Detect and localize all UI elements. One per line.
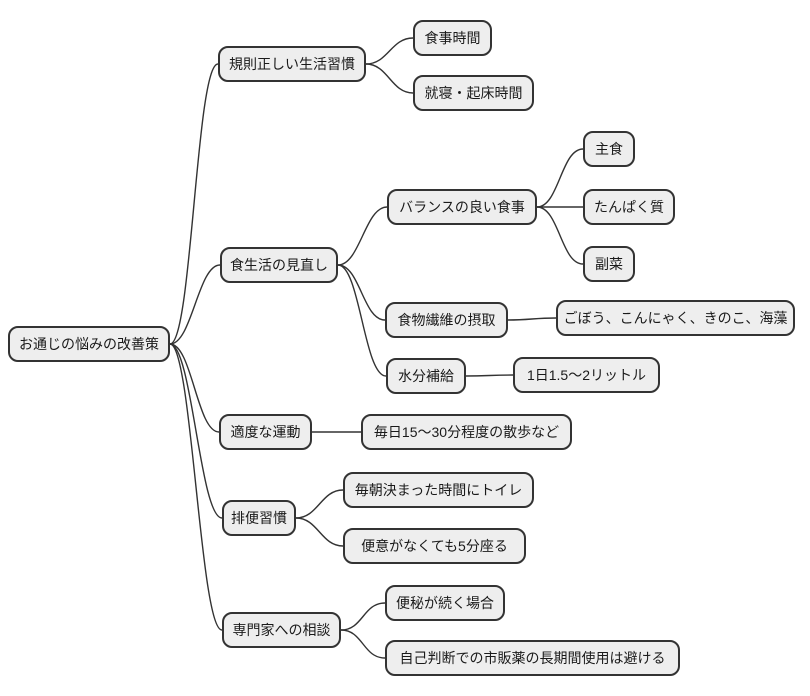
node-protein: たんぱく質	[583, 189, 675, 225]
node-toilet-same-time: 毎朝決まった時間にトイレ	[343, 472, 534, 508]
edge-connector	[365, 37, 414, 65]
edge-connector	[337, 264, 386, 321]
node-diet-review: 食生活の見直し	[220, 247, 338, 283]
node-water-amount: 1日1.5〜2リットル	[513, 357, 660, 393]
node-persistent-constipation: 便秘が続く場合	[385, 585, 505, 621]
edge-connector	[340, 629, 386, 659]
edge-connector	[507, 317, 557, 321]
edge-connector	[337, 264, 387, 377]
node-sit-five-minutes: 便意がなくても5分座る	[343, 528, 526, 564]
node-meal-times: 食事時間	[413, 20, 492, 56]
edge-connector	[536, 148, 584, 208]
edge-connector	[169, 343, 223, 631]
node-sleep-wake-times: 就寝・起床時間	[413, 75, 534, 111]
node-avoid-otc-longterm: 自己判断での市販薬の長期間使用は避ける	[385, 640, 680, 676]
edge-connector	[169, 63, 219, 345]
edge-connector	[169, 343, 223, 519]
edge-connector	[169, 264, 221, 345]
node-staple-food: 主食	[583, 131, 635, 167]
edge-connector	[295, 489, 344, 519]
node-consult-specialist: 専門家への相談	[222, 612, 341, 648]
node-balanced-meals: バランスの良い食事	[387, 189, 537, 225]
node-moderate-exercise: 適度な運動	[219, 414, 312, 450]
node-side-dishes: 副菜	[583, 246, 635, 282]
node-hydration: 水分補給	[386, 358, 466, 394]
node-fiber-examples: ごぼう、こんにゃく、きのこ、海藻	[556, 300, 795, 336]
edge-connector	[340, 602, 386, 631]
node-root: お通じの悩みの改善策	[8, 326, 170, 362]
edge-connector	[536, 206, 584, 265]
edge-connector	[465, 374, 514, 377]
edge-connector	[337, 206, 388, 266]
edge-connector	[169, 343, 220, 433]
edge-connector	[365, 63, 414, 94]
node-regular-lifestyle: 規則正しい生活習慣	[218, 46, 366, 82]
node-daily-walk: 毎日15〜30分程度の散歩など	[361, 414, 572, 450]
node-bowel-habit: 排便習慣	[222, 500, 296, 536]
node-dietary-fiber: 食物繊維の摂取	[385, 302, 508, 338]
edge-connector	[295, 517, 344, 547]
